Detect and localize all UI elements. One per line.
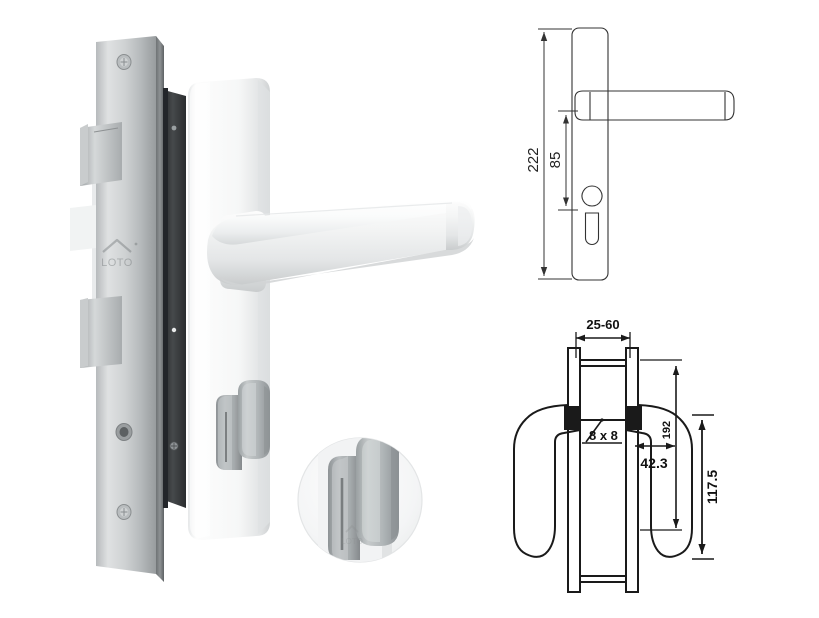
lock-case-shadow: [163, 88, 168, 508]
product-photo: LOTO: [60, 0, 500, 618]
dimension-42-3: [635, 442, 675, 450]
latch-bolt-upper: [80, 122, 122, 186]
lock-faceplate-edge: [156, 36, 164, 582]
lever-handle-outline: [574, 90, 735, 121]
product-name: Mortise lock with white lever handle set: [0, 0, 1, 1]
dimension-85: [558, 110, 578, 211]
left-handle-profile: [513, 404, 581, 558]
drawing-side-section: 25-60 8 x 8 42.3: [490, 310, 819, 610]
dimension-117-5: [692, 414, 714, 560]
drawing-front-title: Front elevation: [0, 0, 1, 1]
dim-label-222: 222: [525, 147, 542, 172]
dead-bolt-lower: [80, 296, 122, 368]
dim-label-117-5: 117.5: [704, 470, 720, 504]
dim-label-8x8: 8 x 8: [589, 428, 618, 443]
brand-logo-text: LOTO: [101, 257, 133, 269]
dim-label-192: 192: [661, 421, 673, 439]
svg-text:LOTO: LOTO: [341, 537, 363, 546]
handle-backplate: [188, 78, 270, 540]
faceplate-screw-top: [116, 54, 132, 70]
euro-cylinder-keyhole: [581, 185, 603, 246]
right-handle-profile: [625, 404, 693, 558]
dimension-25-60: [575, 332, 631, 358]
lever-handle: [207, 199, 475, 292]
dimension-192: [640, 359, 682, 531]
plate-right-edge: [625, 347, 639, 593]
dimension-8x8-leader: [582, 418, 622, 444]
dim-label-42-3: 42.3: [640, 455, 667, 471]
page-title: Door Lock Handle Set Product Sheet: [0, 0, 1, 1]
dimension-222: [538, 28, 572, 280]
dim-label-25-60: 25-60: [586, 317, 619, 332]
left-hub-block: [564, 406, 580, 430]
case-screw-bottom: [169, 441, 179, 451]
thumbturn-detail-callout: LOTO: [297, 437, 423, 563]
door-bottom-connector: [579, 575, 627, 583]
faceplate-screw-bottom: [116, 504, 132, 520]
case-pin-top: [171, 125, 177, 131]
drawing-side-title: Side / section view: [0, 0, 1, 1]
door-top-connector: [579, 359, 627, 367]
plate-left-edge: [567, 347, 581, 593]
lock-case-body: [164, 90, 186, 508]
backplate-outline: [571, 27, 609, 281]
mortise-lock-assembly: LOTO: [70, 36, 186, 582]
thumbturn-cylinder: [216, 380, 270, 470]
faceplate-spindle-hole: [115, 423, 133, 441]
detail-faint-mark: LOTO: [341, 524, 363, 546]
lock-side-tab: [70, 205, 96, 251]
brand-logo: LOTO: [101, 238, 138, 269]
right-hub-block: [626, 406, 642, 430]
dim-label-85: 85: [547, 152, 564, 169]
case-pin-mid: [171, 327, 177, 333]
drawing-front-elevation: 222 85: [500, 10, 819, 310]
